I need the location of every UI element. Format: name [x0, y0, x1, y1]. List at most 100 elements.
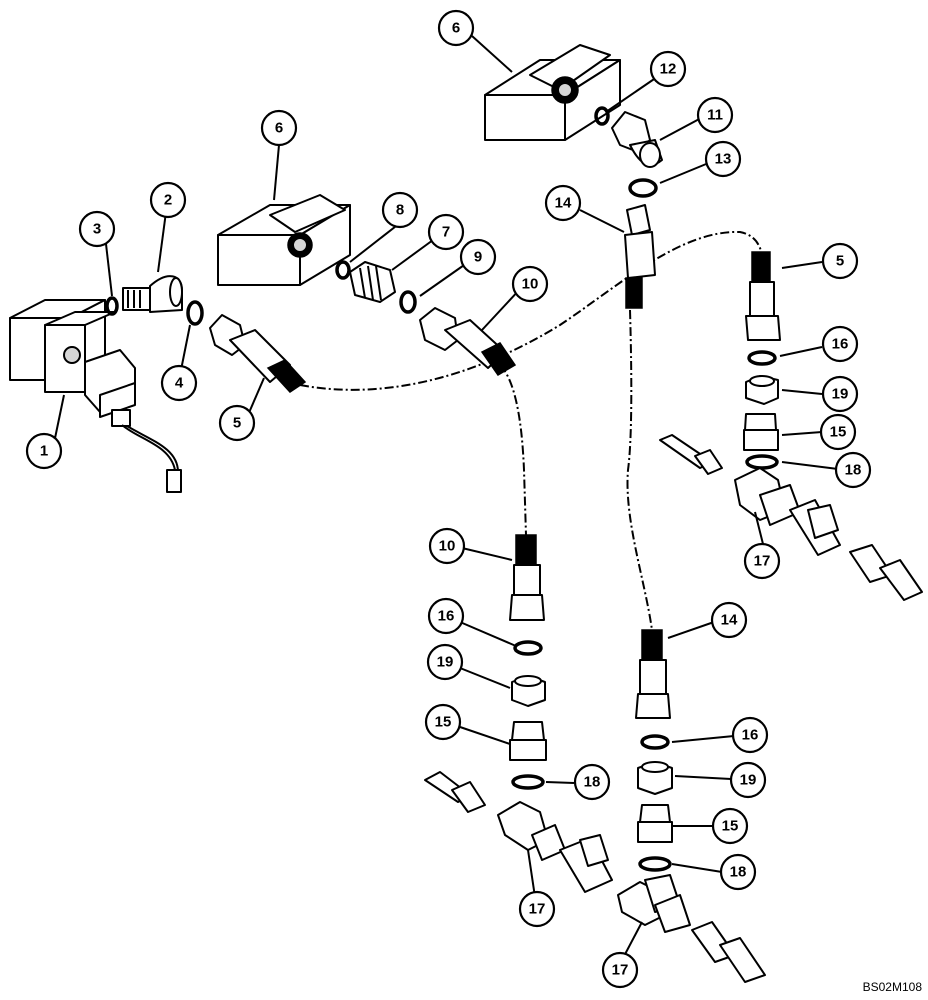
- tee-fitting-17-mid: [617, 874, 766, 983]
- elbow-fitting-2: [122, 275, 183, 313]
- fitting-15-right: [743, 413, 779, 451]
- svg-text:11: 11: [707, 107, 723, 124]
- svg-text:18: 18: [730, 864, 747, 881]
- svg-text:18: 18: [845, 462, 862, 479]
- svg-text:9: 9: [474, 249, 482, 266]
- oring-9: [399, 290, 417, 314]
- elbow-fitting-11: [611, 111, 663, 168]
- svg-text:15: 15: [435, 714, 452, 731]
- oring-18-mid: [638, 856, 672, 872]
- nut-19-mid: [637, 761, 673, 795]
- callout-17-mid: 17: [601, 951, 639, 989]
- manifold-block-6b: [484, 44, 621, 141]
- svg-text:5: 5: [233, 415, 241, 432]
- svg-text:13: 13: [715, 151, 732, 168]
- tee-fitting-17-left: [424, 771, 613, 893]
- callout-15-right: 15: [819, 413, 857, 451]
- svg-text:6: 6: [275, 120, 283, 137]
- callout-17-left: 17: [518, 890, 556, 928]
- callout-3: 3: [78, 210, 116, 248]
- callout-10-lower: 10: [428, 527, 466, 565]
- hose-end-10-lower: [509, 534, 545, 621]
- callout-15-left: 15: [424, 703, 462, 741]
- hose-end-14-top: [624, 204, 656, 309]
- svg-text:17: 17: [754, 553, 771, 570]
- svg-text:6: 6: [452, 20, 460, 37]
- svg-text:10: 10: [439, 538, 456, 555]
- oring-3: [105, 296, 119, 316]
- svg-text:4: 4: [175, 375, 184, 392]
- callout-1: 1: [25, 432, 63, 470]
- hose-end-5-right: [745, 251, 781, 341]
- fitting-15-mid: [637, 804, 673, 843]
- oring-4: [186, 300, 204, 326]
- callout-9: 9: [459, 238, 497, 276]
- nut-19-left: [511, 675, 546, 707]
- hose-line-upper: [299, 230, 763, 391]
- oring-16-right: [747, 350, 777, 366]
- callout-19-left: 19: [426, 643, 464, 681]
- svg-text:16: 16: [832, 336, 849, 353]
- callout-16-mid: 16: [731, 716, 769, 754]
- oring-18-right: [745, 454, 779, 470]
- svg-text:8: 8: [396, 202, 404, 219]
- callout-18-right: 18: [834, 451, 872, 489]
- callout-16-right: 16: [821, 325, 859, 363]
- oring-12: [594, 106, 610, 126]
- svg-text:15: 15: [722, 818, 739, 835]
- callout-15-mid: 15: [711, 807, 749, 845]
- drawing-reference-code: BS02M108: [862, 980, 922, 994]
- oring-16-left: [513, 640, 543, 656]
- callout-18-mid: 18: [719, 853, 757, 891]
- manifold-block-6a: [217, 194, 351, 286]
- hose-line-left-down: [499, 364, 527, 536]
- callout-17-right: 17: [743, 542, 781, 580]
- hose-end-10-top: [419, 307, 517, 376]
- svg-text:19: 19: [740, 772, 757, 789]
- callout-6-top: 6: [437, 9, 475, 47]
- callout-6-left: 6: [260, 109, 298, 147]
- callout-5-left: 5: [218, 404, 256, 442]
- oring-8: [335, 260, 351, 280]
- callout-16-left: 16: [427, 597, 465, 635]
- svg-text:16: 16: [438, 608, 455, 625]
- svg-text:17: 17: [612, 962, 629, 979]
- callout-12: 12: [649, 50, 687, 88]
- callout-11: 11: [696, 96, 734, 134]
- svg-text:18: 18: [584, 774, 601, 791]
- connector-fitting-7: [349, 261, 396, 303]
- callout-8: 8: [381, 191, 419, 229]
- svg-text:15: 15: [830, 424, 847, 441]
- callout-5-right: 5: [821, 242, 859, 280]
- callout-2: 2: [149, 181, 187, 219]
- svg-text:10: 10: [522, 276, 539, 293]
- oring-13: [628, 178, 658, 198]
- svg-text:16: 16: [742, 727, 759, 744]
- svg-text:3: 3: [93, 221, 101, 238]
- oring-16-mid: [640, 734, 670, 750]
- callout-18-left: 18: [573, 763, 611, 801]
- callout-13: 13: [704, 140, 742, 178]
- svg-text:5: 5: [836, 253, 844, 270]
- fitting-15-left: [509, 721, 547, 761]
- callout-19-right: 19: [821, 375, 859, 413]
- hose-end-14-lower: [635, 629, 671, 719]
- svg-text:7: 7: [442, 224, 450, 241]
- hose-line-right-down: [626, 309, 653, 631]
- solenoid-valve: [9, 299, 182, 493]
- callout-19-mid: 19: [729, 761, 767, 799]
- tee-fitting-17-right: [659, 434, 923, 601]
- nut-19-right: [745, 375, 779, 405]
- callout-14-lower: 14: [710, 601, 748, 639]
- oring-18-left: [511, 774, 545, 790]
- svg-text:1: 1: [40, 443, 48, 460]
- callout-14-top: 14: [544, 184, 582, 222]
- hose-end-5-left: [209, 314, 307, 393]
- svg-text:2: 2: [164, 192, 172, 209]
- leader-lines: [53, 35, 839, 961]
- callout-10-top: 10: [511, 265, 549, 303]
- svg-text:12: 12: [660, 61, 677, 78]
- svg-text:19: 19: [832, 386, 849, 403]
- callout-4: 4: [160, 364, 198, 402]
